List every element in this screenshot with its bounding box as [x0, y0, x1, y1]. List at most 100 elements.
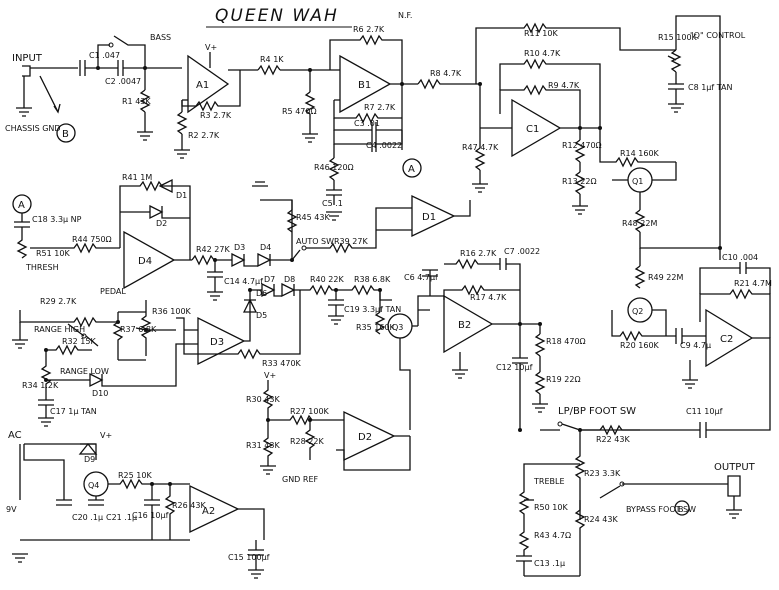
- connector-a-right: [402, 158, 422, 178]
- r34-resistor: [40, 350, 52, 400]
- r42-resistor: [191, 254, 232, 266]
- r20-resistor: [611, 310, 666, 342]
- c8-capacitor: [668, 83, 684, 90]
- opamp-d4: [123, 230, 176, 290]
- r33-resistor: [183, 290, 301, 360]
- svg-text:R28 22K: R28 22K: [290, 437, 324, 446]
- svg-text:D7: D7: [264, 275, 275, 284]
- svg-text:D2: D2: [156, 219, 167, 228]
- svg-text:R36 100K: R36 100K: [152, 307, 192, 316]
- lpbp-foot-switch: [561, 423, 581, 431]
- r36-potentiometer: [140, 300, 152, 356]
- output-jack-icon: [622, 475, 741, 497]
- svg-text:R44 750Ω: R44 750Ω: [72, 235, 112, 244]
- envelope-stage: A C18 3.3μ NP R51 10K THRESH R44 750Ω D4…: [12, 173, 471, 430]
- svg-text:R48 22M: R48 22M: [622, 219, 657, 228]
- svg-text:C18 3.3μ NP: C18 3.3μ NP: [32, 215, 82, 224]
- opamp-d1: [411, 194, 456, 238]
- svg-text:V+: V+: [205, 43, 217, 52]
- svg-text:Q3: Q3: [392, 323, 403, 332]
- svg-text:R27 100K: R27 100K: [290, 407, 330, 416]
- svg-text:A2: A2: [202, 506, 215, 517]
- r48-resistor: [634, 209, 646, 233]
- svg-text:R15 100K: R15 100K: [658, 33, 698, 42]
- svg-text:R19 22Ω: R19 22Ω: [546, 375, 581, 384]
- svg-text:C14 4.7μf: C14 4.7μf: [224, 277, 263, 286]
- svg-text:D10: D10: [92, 389, 108, 398]
- svg-text:R42 27K: R42 27K: [196, 245, 230, 254]
- svg-text:R21 4.7M: R21 4.7M: [734, 279, 772, 288]
- svg-text:R2 2.7K: R2 2.7K: [188, 131, 220, 140]
- bypass-foot-switch: [599, 485, 621, 499]
- c15-capacitor: [238, 508, 265, 556]
- svg-text:D3: D3: [210, 337, 224, 348]
- q-control: R15 100K "Q" CONTROL C8 1μf TAN: [658, 15, 746, 260]
- r40-r38-resistors: [294, 284, 380, 296]
- input-label: INPUT: [12, 53, 43, 64]
- diode-d10: [46, 343, 198, 388]
- r2-resistor: [176, 111, 188, 135]
- diode-d1: [158, 178, 173, 194]
- ac-label: AC: [8, 430, 22, 441]
- svg-text:D1: D1: [422, 212, 436, 223]
- r31-resistor: [262, 430, 274, 466]
- svg-text:C1: C1: [526, 124, 539, 135]
- diode-d5-d6: [242, 290, 258, 342]
- svg-text:R30 43K: R30 43K: [246, 395, 280, 404]
- svg-text:Q2: Q2: [632, 307, 643, 316]
- svg-text:A1: A1: [196, 80, 209, 91]
- svg-text:R24 43K: R24 43K: [584, 515, 618, 524]
- svg-text:C17 1μ TAN: C17 1μ TAN: [50, 407, 97, 416]
- diagram-title: QUEEN WAH: [215, 6, 339, 26]
- input-stage: INPUT CHASSIS GND B C1 .047 C2 .0047 BAS…: [5, 33, 340, 159]
- svg-text:A: A: [18, 200, 25, 211]
- range-switch: [67, 323, 99, 347]
- r3-resistor: [181, 70, 241, 112]
- r21-resistor: [699, 288, 771, 338]
- svg-text:R16 2.7K: R16 2.7K: [460, 249, 497, 258]
- svg-text:R35 160K: R35 160K: [356, 323, 396, 332]
- r39-range-resistor: [19, 310, 118, 328]
- svg-text:R3 2.7K: R3 2.7K: [200, 111, 232, 120]
- svg-text:D8: D8: [284, 275, 295, 284]
- svg-text:C10 .004: C10 .004: [722, 253, 758, 262]
- svg-text:R41 1M: R41 1M: [122, 173, 152, 182]
- svg-text:R34 1.2K: R34 1.2K: [22, 381, 59, 390]
- diode-d3-d4: [231, 252, 272, 268]
- opamp-d3: [197, 316, 246, 366]
- supply-label: 9V: [6, 505, 17, 514]
- svg-text:R7 2.7K: R7 2.7K: [364, 103, 396, 112]
- range-low-label: RANGE LOW: [60, 367, 109, 376]
- svg-text:R13 22Ω: R13 22Ω: [562, 177, 597, 186]
- r23-resistor: [574, 430, 586, 520]
- author-initials: N.F.: [398, 11, 412, 20]
- svg-text:D2: D2: [358, 432, 372, 443]
- c21-capacitor: [88, 496, 104, 506]
- c6-capacitor: [422, 269, 438, 296]
- r24-resistor: [574, 500, 586, 576]
- svg-text:R12 470Ω: R12 470Ω: [562, 141, 602, 150]
- r22-resistor: [540, 424, 640, 436]
- c12-capacitor: [512, 324, 528, 430]
- r39-resistor: [306, 207, 412, 254]
- svg-text:C20 .1μ: C20 .1μ: [72, 513, 103, 522]
- svg-text:V+: V+: [264, 371, 276, 380]
- svg-text:D4: D4: [260, 243, 271, 252]
- junction-dots: [44, 66, 722, 486]
- r25-resistor: [108, 478, 190, 490]
- lpbp-switch-label: LP/BP FOOT SW: [558, 406, 636, 417]
- svg-text:R6 2.7K: R6 2.7K: [353, 25, 385, 34]
- svg-text:R4 1K: R4 1K: [260, 55, 284, 64]
- connector-b-left: [56, 123, 76, 143]
- r30-resistor: [262, 380, 274, 430]
- svg-text:R31 43K: R31 43K: [246, 441, 280, 450]
- r50-potentiometer: [518, 476, 530, 524]
- pedal-label: PEDAL: [100, 287, 126, 296]
- r37-resistor: [112, 312, 124, 360]
- svg-text:R33 470K: R33 470K: [262, 359, 302, 368]
- auto-sw-label: AUTO SW: [296, 237, 334, 246]
- svg-text:Q4: Q4: [88, 481, 99, 490]
- svg-text:R9 4.7K: R9 4.7K: [548, 81, 580, 90]
- svg-text:R17 4.7K: R17 4.7K: [470, 293, 507, 302]
- svg-text:B2: B2: [458, 320, 471, 331]
